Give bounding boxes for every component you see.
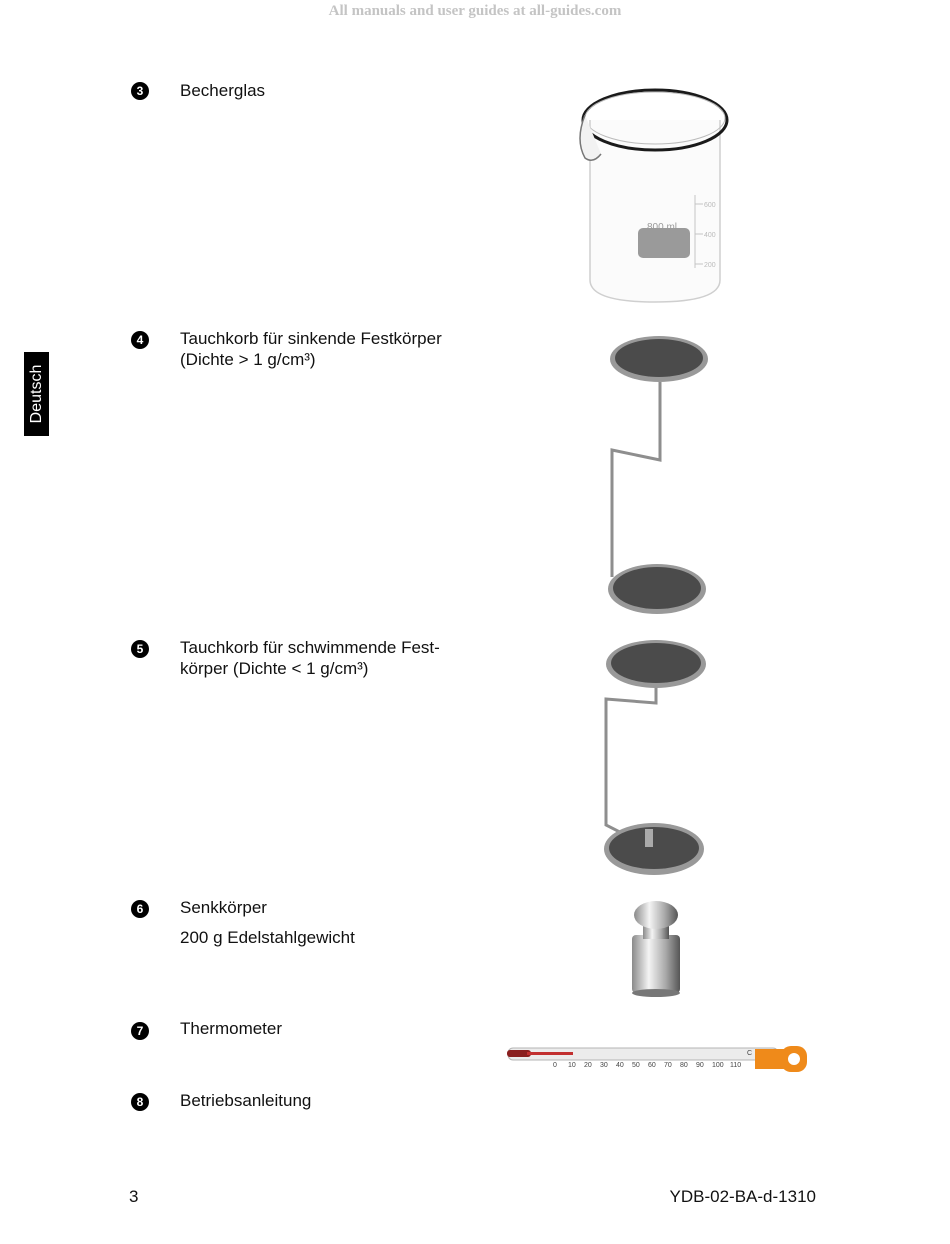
item-number-6: 6 [131,900,149,918]
thermometer-scale-label: 110 [730,1062,741,1069]
beaker-image: 800 ml 600 400 200 [579,88,729,303]
item-line: Senkkörper [180,898,267,917]
thermometer-scale-label: 80 [680,1062,688,1069]
thermometer-scale-label: 10 [568,1062,576,1069]
item-line: Tauchkorb für schwimmende Fest- [180,638,440,657]
beaker-volume-label: 800 ml [647,222,677,233]
item-number-5: 5 [131,640,149,658]
thermometer-scale-label: 90 [696,1062,704,1069]
document-id: YDB-02-BA-d-1310 [669,1187,816,1206]
item-line: Betriebsanleitung [180,1091,312,1110]
thermometer-scale-label: 0 [553,1062,557,1069]
page-number: 3 [129,1187,139,1206]
thermometer-scale-label: 60 [648,1062,656,1069]
item-line: körper (Dichte < 1 g/cm³) [180,659,369,678]
weight-image [632,901,680,997]
item-line: Becherglas [180,81,266,100]
thermometer-scale-label: 70 [664,1062,672,1069]
thermometer-scale-label: 50 [632,1062,640,1069]
item-line: Thermometer [180,1019,283,1038]
thermometer-scale-label: 40 [616,1062,624,1069]
language-tab-label: Deutsch [27,364,45,424]
item-label-3: Becherglas [180,80,265,101]
thermometer-scale-label: 20 [584,1062,592,1069]
thermometer-scale-label: 30 [600,1062,608,1069]
beaker-scale-label: 200 [704,262,716,269]
item-label-6: Senkkörper 200 g Edelstahlgewicht [180,897,355,948]
beaker-scale-label: 600 [704,202,716,209]
item-number-8: 8 [131,1093,149,1111]
item-line: 200 g Edelstahlgewicht [180,928,355,947]
thermometer-unit: C [747,1050,752,1057]
item-label-5: Tauchkorb für schwimmende Fest- körper (… [180,637,440,679]
item-label-7: Thermometer [180,1018,282,1039]
item-line: (Dichte > 1 g/cm³) [180,350,316,369]
sinking-basket-image [608,336,708,614]
item-number-7: 7 [131,1022,149,1040]
item-label-4: Tauchkorb für sinkende Festkörper (Dicht… [180,328,442,370]
watermark: All manuals and user guides at all-guide… [328,3,622,19]
beaker-scale-label: 400 [704,232,716,239]
item-number-4: 4 [131,331,149,349]
thermometer-image: 0 10 20 30 40 50 60 70 80 90 100 110 C [507,1046,807,1072]
language-tab: Deutsch [24,352,49,436]
thermometer-scale-label: 100 [712,1062,724,1069]
floating-basket-image [604,640,706,875]
item-line: Tauchkorb für sinkende Festkörper [180,329,442,348]
item-number-3: 3 [131,82,149,100]
item-label-8: Betriebsanleitung [180,1090,311,1111]
